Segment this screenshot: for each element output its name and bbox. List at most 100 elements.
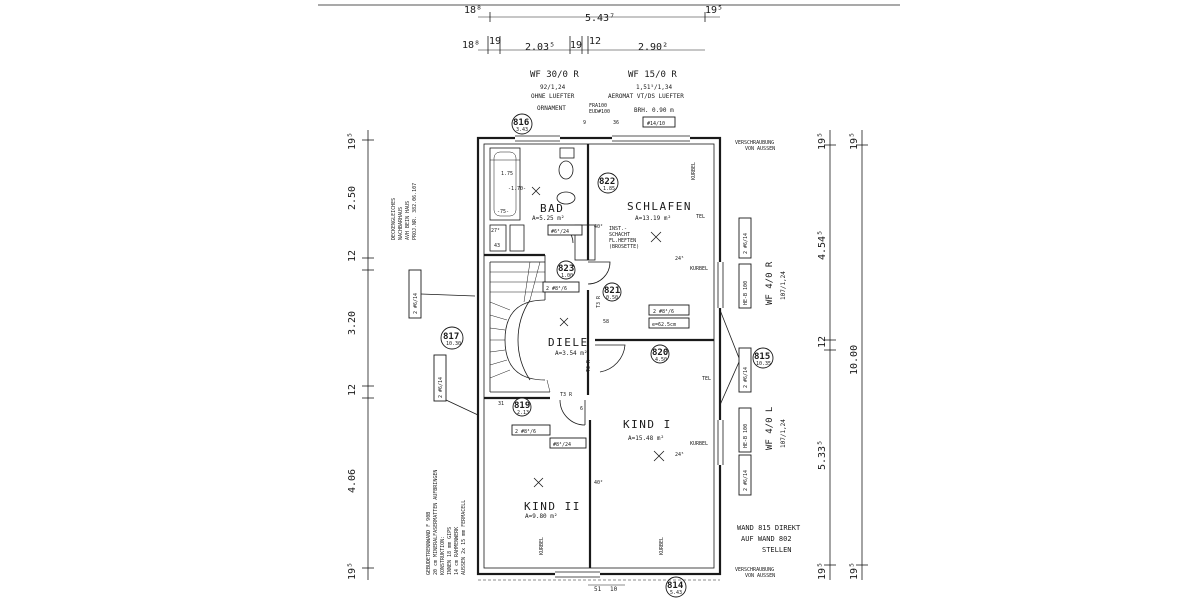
svg-text:817: 817 xyxy=(443,332,459,342)
bottom-dim-1: 51 xyxy=(594,586,602,593)
small-annotations: KURBEL KURBEL KURBEL KURBEL KURBEL TEL T… xyxy=(498,162,711,555)
bath-dim-5: 43 xyxy=(494,243,500,249)
left-dim-2: 2.50 xyxy=(347,186,358,210)
svg-text:3.43: 3.43 xyxy=(516,127,528,133)
window-2-note: AEROMAT VT/DS LUEFTER xyxy=(608,93,684,100)
bubble-819: 819 2.13 xyxy=(512,397,532,417)
svg-text:INNEN 18 mm GIPS: INNEN 18 mm GIPS xyxy=(447,527,453,575)
svg-text:STELLEN: STELLEN xyxy=(762,546,792,554)
svg-text:T3 R: T3 R xyxy=(560,392,573,398)
bath-dim-3: -75- xyxy=(497,209,509,215)
svg-text:10.30: 10.30 xyxy=(446,341,461,347)
window-2-type: WF 15/0 R xyxy=(628,70,677,80)
svg-text:40²: 40² xyxy=(594,224,603,230)
window-1-size: 92/1,24 xyxy=(540,84,566,91)
top-dim2-f: 2.90² xyxy=(638,42,668,53)
room-labels: BAD A=5.25 m² SCHLAFEN A=13.19 m² DIELE … xyxy=(524,200,690,520)
lintel-top: #14/10 xyxy=(647,121,665,127)
svg-text:KURBEL: KURBEL xyxy=(539,537,545,555)
top-d9: 9 xyxy=(583,120,586,126)
lintel-3: 2 #8⁴/6 xyxy=(653,309,674,315)
svg-text:TEL: TEL xyxy=(696,214,705,220)
svg-text:AUF WAND 802: AUF WAND 802 xyxy=(741,535,792,543)
bottom-dim-2: 10 xyxy=(610,586,618,593)
top-d36: 36 xyxy=(613,120,619,126)
right-dimension-chain: 19⁵ 19⁵ 4.54⁵ 12 5.33⁵ 10.00 19⁵ 19⁵ xyxy=(817,130,868,580)
bubble-822: 822 1.85 xyxy=(597,172,619,194)
svg-text:1.85: 1.85 xyxy=(603,186,615,192)
svg-text:816: 816 xyxy=(513,118,529,128)
svg-text:AVH BEIN HAUS: AVH BEIN HAUS xyxy=(405,201,411,240)
lintel-1: #6⁴/24 xyxy=(551,229,569,235)
window-1-type: WF 30/0 R xyxy=(530,70,579,80)
svg-text:VERSCHRAUBUNG: VERSCHRAUBUNG xyxy=(735,140,774,146)
lintel-6: #8⁴/24 xyxy=(553,442,571,448)
left-note-neighbour: DECKENGLEICHES NACHBARHAUS AVH BEIN HAUS… xyxy=(391,183,418,240)
svg-text:FL.HEFTEN: FL.HEFTEN xyxy=(609,238,636,244)
left-lintel-1: 2 #6/14 xyxy=(413,293,419,314)
room-area-kind-1: A=15.48 m² xyxy=(628,435,664,442)
lintel-2: 2 #8⁴/6 xyxy=(546,286,567,292)
right-box-3: 2 #6/14 xyxy=(743,367,749,388)
svg-text:4.50: 4.50 xyxy=(655,357,667,363)
room-name-kind-2: KIND II xyxy=(524,500,581,513)
right-window-1-size: 107/1,24 xyxy=(780,271,787,300)
top-dim-total: 5.43⁷ xyxy=(585,13,615,24)
svg-text:DECKENGLEICHES: DECKENGLEICHES xyxy=(391,198,397,240)
right-window-2-type: WF 4/0 L xyxy=(765,407,775,450)
svg-text:AUSSEN 2x 15 mm FERMACELL: AUSSEN 2x 15 mm FERMACELL xyxy=(461,500,467,575)
top-dim2-e: 12 xyxy=(589,36,601,47)
lintel-4: e=62.5cm xyxy=(652,322,676,328)
svg-text:KURBEL: KURBEL xyxy=(659,537,665,555)
left-dim-6: 4.06 xyxy=(347,469,358,493)
left-note-wall-construction: GEBUDETRENNWAND F 90B 20 cm MINERALFASER… xyxy=(426,470,467,575)
room-area-bad: A=5.25 m² xyxy=(532,215,565,222)
room-area-schlafen: A=13.19 m² xyxy=(635,215,671,222)
interior-walls xyxy=(484,144,714,568)
svg-text:10.35: 10.35 xyxy=(756,361,771,367)
svg-text:SCHACHT: SCHACHT xyxy=(609,232,630,238)
svg-text:823: 823 xyxy=(558,264,574,274)
svg-text:20 cm MINERALFASERMATTEN AUFBR: 20 cm MINERALFASERMATTEN AUFBRINGEN xyxy=(433,470,439,575)
svg-text:6: 6 xyxy=(580,406,583,412)
svg-text:KONSTRUKTION:: KONSTRUKTION: xyxy=(440,536,446,575)
right-window-1-type: WF 4/0 R xyxy=(765,261,775,305)
top-dim2-d: 19 xyxy=(570,40,582,51)
bubble-816: 816 3.43 xyxy=(511,113,533,135)
outer-walls xyxy=(476,135,724,578)
window-2-size: 1,51⁵/1,34 xyxy=(636,84,673,91)
svg-text:KURBEL: KURBEL xyxy=(691,162,697,180)
right-dim-c: 5.33⁵ xyxy=(817,440,828,470)
svg-text:2.13: 2.13 xyxy=(517,410,529,416)
svg-text:INST.-: INST.- xyxy=(609,226,627,232)
right-dim-total: 10.00 xyxy=(849,345,860,375)
right-dim-top-2: 19⁵ xyxy=(849,132,860,150)
top-dimension-chain: 18⁸ 5.43⁷ 19⁵ 18⁸ 19 2.03⁵ 19 12 2.90² xyxy=(318,4,900,54)
window-1-note: OHNE LUEFTER xyxy=(531,93,575,100)
bubble-817: 817 10.30 xyxy=(440,326,464,350)
right-dim-bot: 19⁵ xyxy=(817,562,828,580)
bubble-823: 823 1.00 xyxy=(556,260,576,280)
svg-text:T3 R: T3 R xyxy=(596,295,602,308)
top-dim2-b: 19 xyxy=(489,36,501,47)
svg-text:24⁵: 24⁵ xyxy=(675,256,684,262)
frame-label: FRA100 xyxy=(589,103,607,109)
wall-bubbles: 816 3.43 822 1.85 823 1.00 821 0.50 817 … xyxy=(440,113,774,598)
svg-text:822: 822 xyxy=(599,177,615,187)
room-area-diele: A=3.54 m² xyxy=(555,350,588,357)
bubble-820: 820 4.50 xyxy=(650,344,670,364)
bath-dim-4: 27² xyxy=(491,228,500,234)
left-dimension-chain: 19⁵ 2.50 12 3.20 12 4.06 19⁵ xyxy=(347,130,374,580)
svg-text:GEBUDETRENNWAND F 90B: GEBUDETRENNWAND F 90B xyxy=(426,512,432,575)
right-note-wall: WAND 815 DIREKT AUF WAND 802 STELLEN xyxy=(737,524,801,554)
lintel-boxes: #6⁴/24 2 #8⁴/6 2 #8⁴/6 e=62.5cm 2 #8⁴/6 … xyxy=(511,224,690,449)
right-window-2-size: 107/1,24 xyxy=(780,419,787,448)
svg-text:58: 58 xyxy=(603,319,609,325)
frame-label-2: EUD#100 xyxy=(589,109,610,115)
left-dim-3: 12 xyxy=(347,250,358,262)
right-dim-a: 4.54⁵ xyxy=(817,230,828,260)
svg-text:KURBEL: KURBEL xyxy=(690,441,708,447)
svg-text:(BROSETTE): (BROSETTE) xyxy=(609,244,639,250)
room-center-marks xyxy=(531,186,665,488)
svg-text:1.00: 1.00 xyxy=(561,273,573,279)
